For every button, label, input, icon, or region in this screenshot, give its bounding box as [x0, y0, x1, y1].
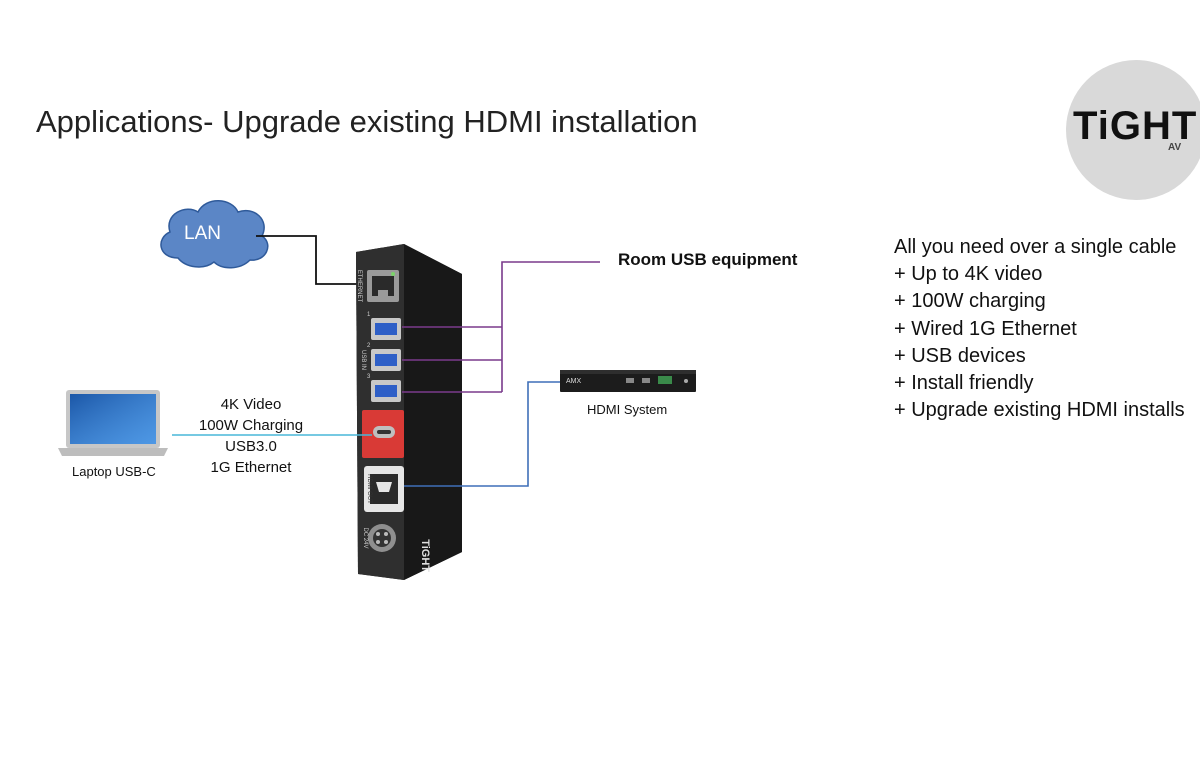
- ethernet-port-icon: [367, 270, 399, 302]
- usb-port-1-icon: [371, 318, 401, 340]
- room-usb-equipment-label: Room USB equipment: [618, 250, 798, 269]
- logo-subtext: AV: [1168, 142, 1182, 153]
- hdmi-system-device: AMX: [560, 370, 696, 392]
- usb-c-port-icon: [362, 410, 404, 458]
- logo-wordmark: TiGHT: [1073, 104, 1198, 148]
- hdmi-port-icon: [364, 466, 404, 512]
- dc-power-port-icon: [368, 524, 396, 552]
- lan-cloud-icon: [160, 200, 269, 269]
- tight-av-logo: [1066, 60, 1200, 200]
- caption-line-1: 4K Video: [220, 396, 282, 413]
- feature-item: + Up to 4K video: [894, 263, 1043, 286]
- usb-lines: [402, 261, 600, 393]
- usb-number-1: 1: [367, 312, 371, 318]
- usb-number-2: 2: [367, 343, 371, 349]
- cable-caption: 4K Video 100W Charging USB3.0 1G Etherne…: [186, 394, 316, 478]
- device-label-usb-in: USB IN: [360, 350, 366, 370]
- feature-item: + Install friendly: [894, 372, 1034, 395]
- device-label-hdmi-out: HDMI OUT: [366, 474, 372, 504]
- tight-extender-device: ETHERNET USB IN HDMI OUT DC 24V 1 2 3 Ti…: [356, 244, 462, 580]
- feature-heading: All you need over a single cable: [894, 236, 1177, 258]
- page-title: Applications- Upgrade existing HDMI inst…: [36, 104, 698, 139]
- device-brand: TiGHT: [419, 539, 431, 572]
- lan-label: LAN: [184, 223, 221, 244]
- device-label-dc: DC 24V: [362, 527, 368, 548]
- hdmi-system-label: HDMI System: [587, 402, 668, 417]
- feature-list: All you need over a single cable + Up to…: [894, 234, 1185, 424]
- device-label-ethernet: ETHERNET: [356, 270, 362, 303]
- feature-item: + Wired 1G Ethernet: [894, 317, 1077, 340]
- caption-line-2: 100W Charging: [198, 417, 304, 434]
- hdmi-system-brand: AMX: [566, 378, 582, 385]
- laptop-label: Laptop USB-C: [72, 464, 156, 479]
- usb-port-2-icon: [371, 349, 401, 371]
- laptop-icon: [58, 390, 168, 456]
- caption-line-4: 1G Ethernet: [210, 459, 292, 476]
- usb-number-3: 3: [367, 374, 371, 380]
- feature-item: + 100W charging: [894, 290, 1046, 313]
- caption-line-3: USB3.0: [225, 438, 277, 455]
- usb-port-3-icon: [371, 380, 401, 402]
- feature-item: + Upgrade existing HDMI installs: [894, 399, 1185, 422]
- lan-connection-line: [256, 235, 372, 285]
- feature-item: + USB devices: [894, 344, 1026, 367]
